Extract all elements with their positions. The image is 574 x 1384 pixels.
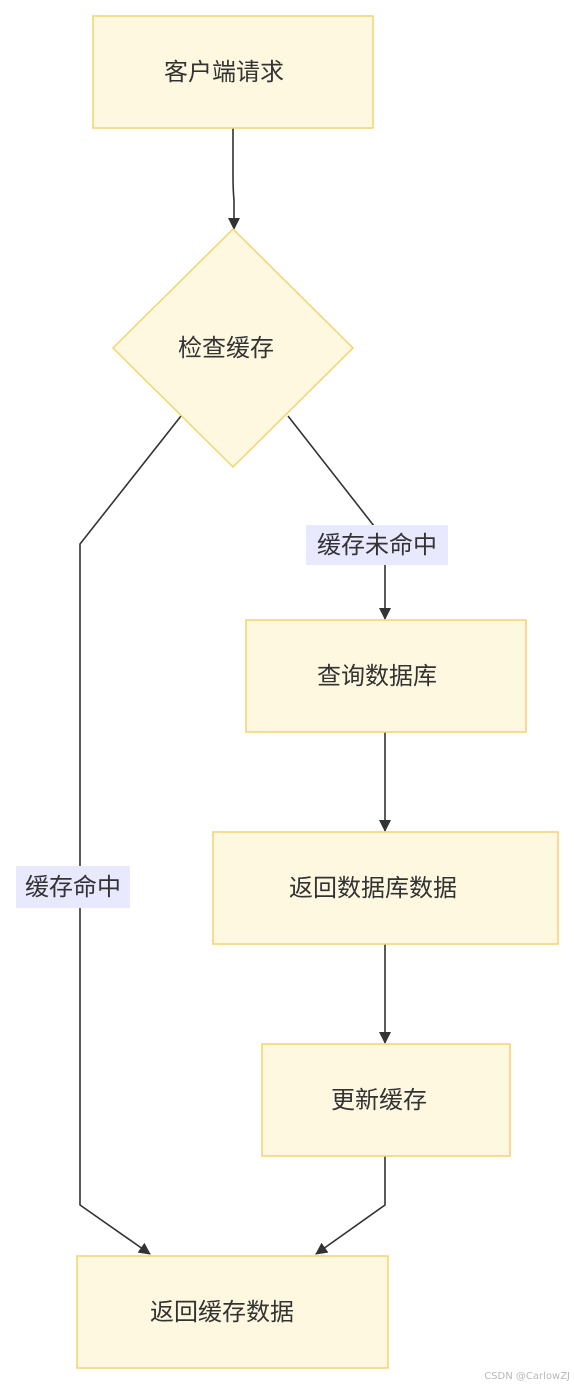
node-client-request: 客户端请求 xyxy=(92,15,374,129)
edge-check-to-return-cache xyxy=(79,415,182,1255)
node-check-cache: 检查缓存 xyxy=(111,227,355,469)
edge-check-to-query xyxy=(287,415,391,620)
node-return-db-data: 返回数据库数据 xyxy=(212,831,559,945)
node-client-request-label: 客户端请求 xyxy=(164,58,284,86)
edge-update-to-return-cache xyxy=(315,1156,386,1255)
edge-request-to-check xyxy=(228,128,240,230)
node-return-cache-data: 返回缓存数据 xyxy=(76,1255,389,1369)
node-update-cache-label: 更新缓存 xyxy=(331,1086,427,1114)
node-return-cache-data-label: 返回缓存数据 xyxy=(150,1298,294,1326)
node-update-cache: 更新缓存 xyxy=(261,1043,511,1157)
node-check-cache-label: 检查缓存 xyxy=(178,334,274,362)
edge-label-cache-miss: 缓存未命中 xyxy=(306,525,448,565)
edge-label-cache-hit: 缓存命中 xyxy=(16,866,130,908)
node-return-db-data-label: 返回数据库数据 xyxy=(289,874,457,902)
node-query-db-label: 查询数据库 xyxy=(317,662,437,690)
edge-label-cache-hit-text: 缓存命中 xyxy=(25,873,121,901)
node-query-db: 查询数据库 xyxy=(245,619,527,733)
watermark: CSDN @CarlowZJ xyxy=(484,1371,570,1382)
edge-label-cache-miss-text: 缓存未命中 xyxy=(317,531,437,559)
